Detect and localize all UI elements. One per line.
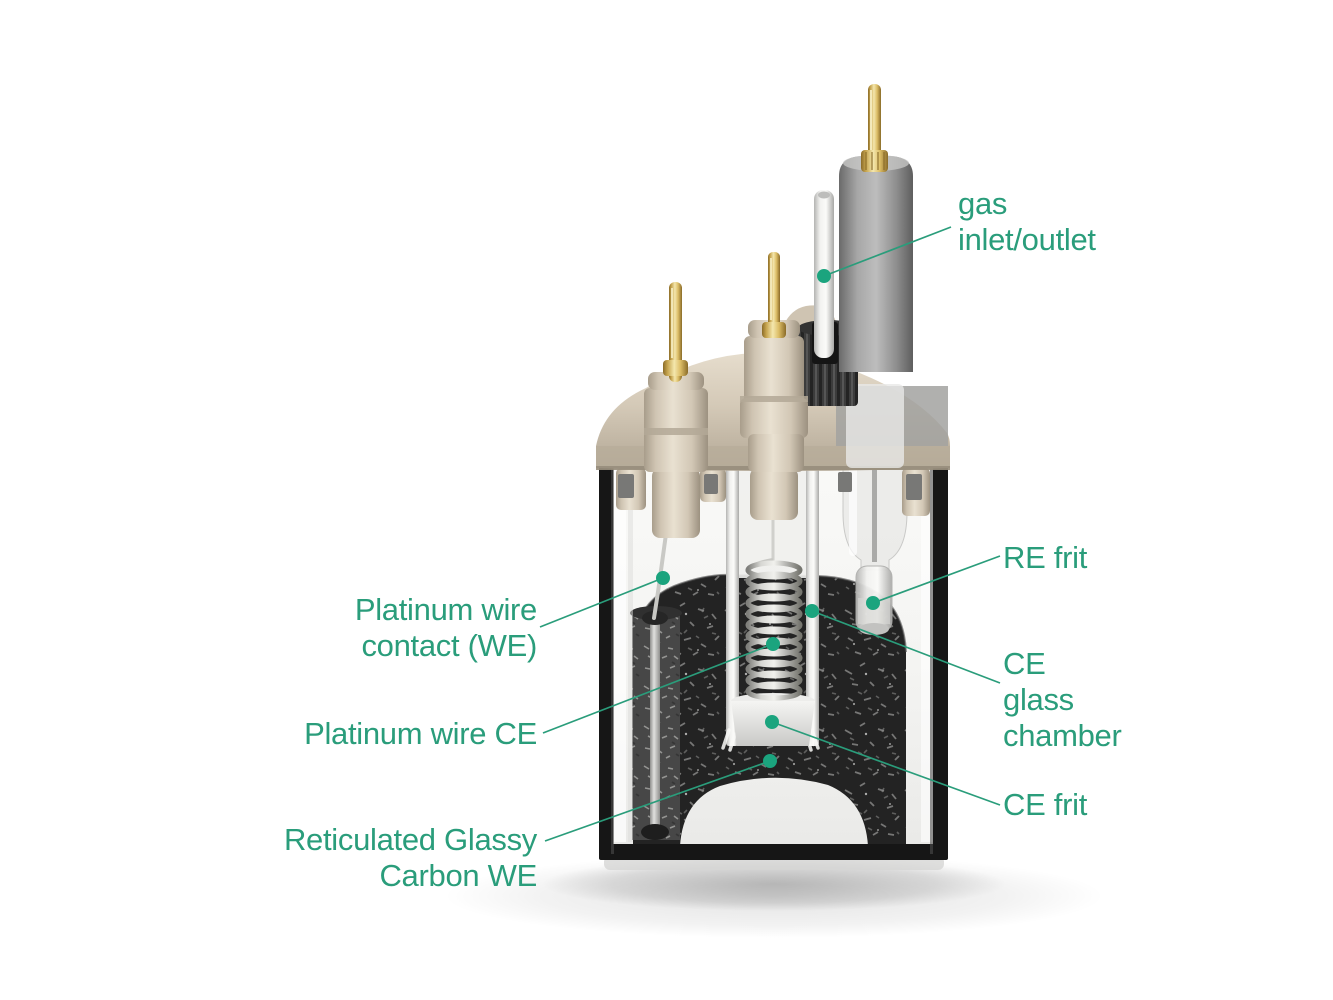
we-port [644,282,708,472]
ce-pin-collar [762,322,786,338]
chamber-glass-fuzz [721,728,820,752]
chamber-wall-right [806,460,819,746]
tube-opening [818,191,830,199]
cap-clamp-blocks [618,472,922,500]
leader-platinum-wire-we [539,577,664,628]
ce-port-plug [750,468,798,520]
annotation-dots [656,269,880,768]
label-gas-inlet-outlet: gas inlet/outlet [958,186,1096,257]
ce-port-body [744,336,804,406]
dot-gas-inlet [817,269,831,283]
re-frit-bottom [859,623,889,635]
leader-re-frit [872,555,1001,604]
label-re-frit: RE frit [1003,540,1088,575]
re-electrode-glass [842,457,908,635]
frame-left [599,440,613,860]
annotation-leader-lines [539,226,1001,842]
we-platinum-wire [652,532,668,620]
label-platinum-wire-we: Platinum wire contact (WE) [354,592,537,663]
chamber-wall-left [726,460,739,746]
leader-rgc-we [544,760,771,842]
frame-bottom [599,844,948,860]
re-pin-collar [861,150,888,172]
leader-platinum-wire-ce [542,643,774,734]
leader-gas-inlet [823,226,952,277]
dot-ce-frit [765,715,779,729]
beaker-black-frame [599,440,948,860]
label-ce-frit: CE frit [1003,787,1088,822]
dot-ce-glass-chamber [805,604,819,618]
label-platinum-wire-ce: Platinum wire CE [304,716,537,751]
dot-platinum-wire-ce [766,637,780,651]
re-glass-collar [846,384,904,468]
we-port-plug [652,468,700,538]
frame-right [933,440,948,860]
dot-re-frit [866,596,880,610]
label-ce-glass-chamber: CE glass chamber [1003,646,1122,753]
leader-ce-frit [771,721,1001,806]
we-pin-collar [663,360,688,376]
ce-platinum-wire-spring [745,518,803,701]
label-reticulated-glassy-carbon-we: Reticulated Glassy Carbon WE [283,822,537,893]
ce-port [740,252,808,472]
rod-bottom-cap [641,824,669,840]
leader-ce-glass-chamber [811,610,1001,684]
floor-shadow [444,854,1104,938]
dot-rgc-we [763,754,777,768]
dot-platinum-wire-we [656,571,670,585]
re-inner-wire [872,458,877,562]
re-electrode-body [839,84,913,372]
